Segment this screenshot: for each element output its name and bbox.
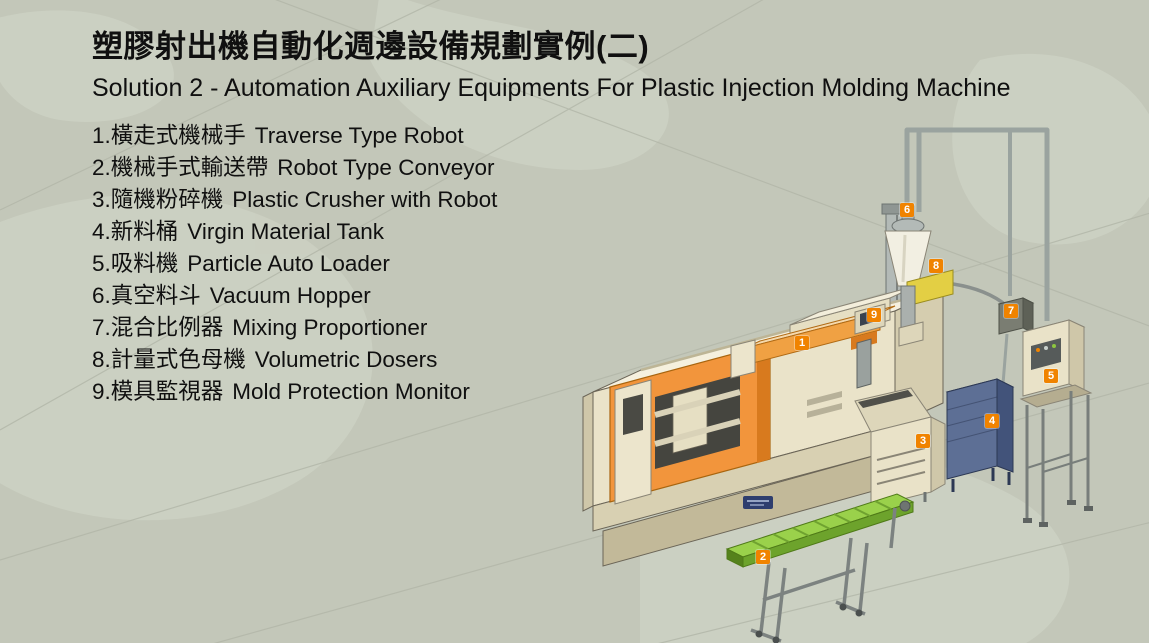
equipment-item: 3.隨機粉碎機 Plastic Crusher with Robot [92, 184, 1092, 216]
equipment-item: 2.機械手式輸送帶 Robot Type Conveyor [92, 152, 1092, 184]
equipment-item: 4.新料桶 Virgin Material Tank [92, 216, 1092, 248]
equipment-list: 1.橫走式機械手 Traverse Type Robot 2.機械手式輸送帶 Robo… [92, 120, 1092, 408]
equipment-marker-8: 8 [929, 259, 943, 273]
page-title: 塑膠射出機自動化週邊設備規劃實例(二) [92, 29, 650, 64]
equipment-name-en: Mixing Proportioner [232, 315, 428, 340]
slide-content: 塑膠射出機自動化週邊設備規劃實例(二) Solution 2 - Automat… [92, 28, 1092, 408]
equipment-marker-7: 7 [1004, 304, 1018, 318]
brand-logo [743, 496, 773, 509]
equipment-item: 5.吸料機 Particle Auto Loader [92, 248, 1092, 280]
equipment-name-en: Volumetric Dosers [254, 347, 438, 372]
equipment-name-zh: 吸料機 [110, 251, 179, 276]
machine-illustration: 1 2 3 4 5 6 7 8 9 [555, 100, 1149, 643]
equipment-name-en: Vacuum Hopper [209, 283, 371, 308]
equipment-item: 1.橫走式機械手 Traverse Type Robot [92, 120, 1092, 152]
equipment-name-zh: 橫走式機械手 [110, 123, 246, 148]
equipment-item: 6.真空料斗 Vacuum Hopper [92, 280, 1092, 312]
equipment-marker-3: 3 [916, 434, 930, 448]
equipment-marker-9: 9 [867, 308, 881, 322]
equipment-number: 6. [92, 283, 111, 308]
equipment-number: 2. [92, 155, 111, 180]
equipment-name-zh: 隨機粉碎機 [110, 187, 224, 212]
equipment-number: 5. [92, 251, 111, 276]
equipment-item: 9.模具監視器 Mold Protection Monitor [92, 376, 1092, 408]
equipment-number: 4. [92, 219, 111, 244]
equipment-name-zh: 新料桶 [110, 219, 179, 244]
page-subtitle: Solution 2 - Automation Auxiliary Equipm… [92, 74, 1011, 102]
equipment-name-en: Particle Auto Loader [187, 251, 390, 276]
equipment-name-en: Traverse Type Robot [254, 123, 464, 148]
equipment-name-zh: 機械手式輸送帶 [110, 155, 269, 180]
equipment-number: 3. [92, 187, 111, 212]
machine-illustration-svg [582, 127, 1093, 643]
equipment-marker-5: 5 [1044, 369, 1058, 383]
equipment-marker-2: 2 [756, 550, 770, 564]
equipment-number: 1. [92, 123, 111, 148]
conveyor-group [725, 493, 915, 643]
equipment-name-zh: 真空料斗 [110, 283, 201, 308]
equipment-name-zh: 模具監視器 [110, 379, 224, 404]
equipment-item: 8.計量式色母機 Volumetric Dosers [92, 344, 1092, 376]
equipment-name-en: Robot Type Conveyor [277, 155, 495, 180]
equipment-name-en: Mold Protection Monitor [232, 379, 470, 404]
equipment-name-zh: 計量式色母機 [110, 347, 246, 372]
equipment-item: 7.混合比例器 Mixing Proportioner [92, 312, 1092, 344]
equipment-number: 9. [92, 379, 111, 404]
equipment-name-en: Plastic Crusher with Robot [232, 187, 498, 212]
auto-loader-group [1019, 319, 1093, 527]
equipment-number: 8. [92, 347, 111, 372]
equipment-marker-6: 6 [900, 203, 914, 217]
equipment-marker-4: 4 [985, 414, 999, 428]
pipes-group [904, 127, 1050, 385]
equipment-number: 7. [92, 315, 111, 340]
equipment-name-zh: 混合比例器 [110, 315, 224, 340]
material-tank-group [945, 378, 1015, 492]
equipment-name-en: Virgin Material Tank [187, 219, 385, 244]
equipment-marker-1: 1 [795, 336, 809, 350]
